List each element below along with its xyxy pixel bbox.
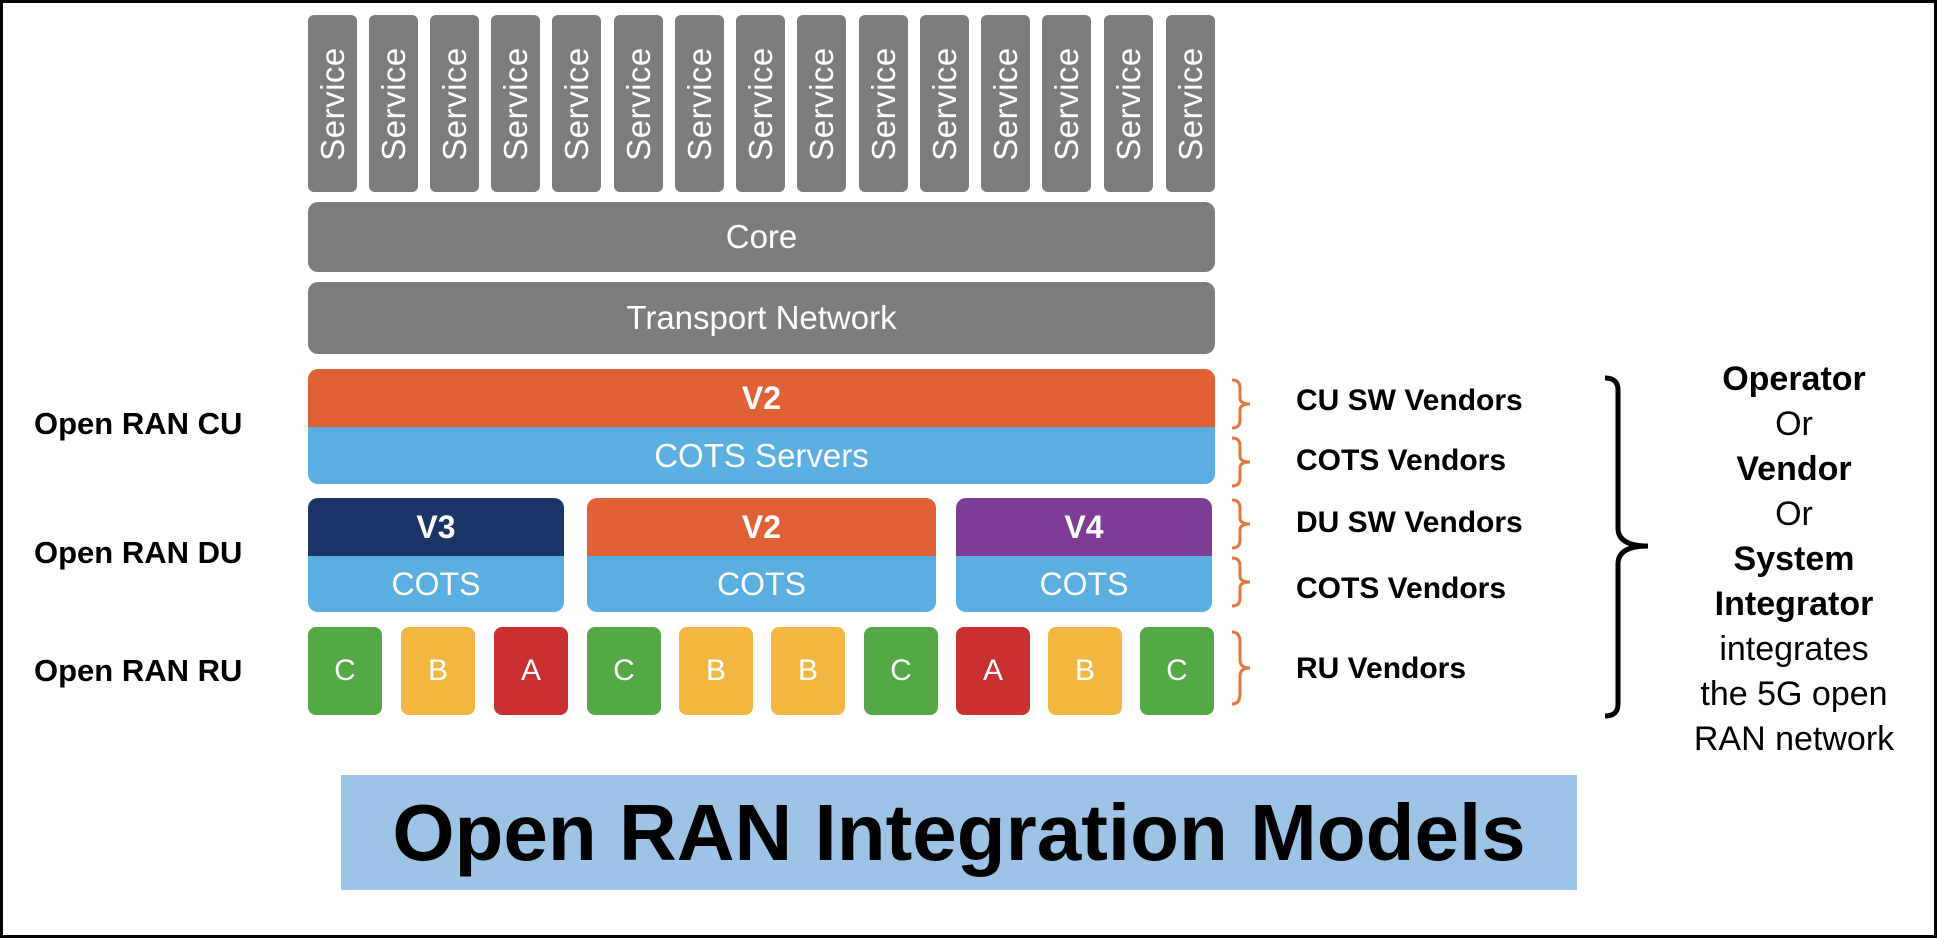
vendor-label-cots-du: COTS Vendors: [1296, 572, 1507, 605]
page-title: Open RAN Integration Models: [392, 787, 1526, 877]
du-hardware-layer: COTS: [587, 556, 936, 612]
cu-software-layer: V2: [308, 369, 1215, 427]
vendor-label-cots-cu: COTS Vendors: [1296, 444, 1507, 477]
service-block: Service: [797, 15, 846, 192]
cu-hardware-label: COTS Servers: [654, 436, 869, 474]
du-software-layer: V2: [587, 498, 936, 556]
vendor-label-ru: RU Vendors: [1296, 652, 1467, 685]
service-block: Service: [491, 15, 540, 192]
service-block: Service: [736, 15, 785, 192]
label-open-ran-cu: Open RAN CU: [34, 406, 243, 441]
ru-block: C: [1140, 627, 1214, 715]
du-stack: V2 COTS: [587, 498, 936, 612]
brace-du-sw: [1231, 498, 1251, 550]
vendor-braces: [1231, 378, 1251, 706]
integrator-line-3: RAN network: [1693, 720, 1895, 758]
integrator-system: System: [1733, 540, 1855, 578]
service-block: Service: [614, 15, 663, 192]
integrator-integrator: Integrator: [1714, 585, 1874, 623]
integrator-vendor: Vendor: [1736, 450, 1852, 488]
ru-block: A: [494, 627, 568, 715]
du-hardware-label: COTS: [717, 565, 806, 602]
du-hardware-layer: COTS: [308, 556, 564, 612]
integrator-text: Operator Or Vendor Or System Integrator …: [1666, 357, 1922, 762]
service-block: Service: [430, 15, 479, 192]
ru-block: C: [864, 627, 938, 715]
label-open-ran-du: Open RAN DU: [34, 535, 243, 570]
service-block: Service: [369, 15, 418, 192]
ru-block: B: [679, 627, 753, 715]
du-hardware-label: COTS: [1039, 565, 1129, 602]
integrator-line-1: integrates: [1719, 630, 1869, 668]
service-block: Service: [308, 15, 357, 192]
integrator-or-1: Or: [1775, 405, 1813, 443]
core-layer: Core: [308, 202, 1215, 272]
service-block: Service: [920, 15, 969, 192]
vendor-label-cu-sw: CU SW Vendors: [1296, 384, 1523, 417]
brace-cots-du: [1231, 556, 1251, 608]
service-block: Service: [1166, 15, 1215, 192]
transport-label: Transport Network: [626, 299, 897, 336]
du-software-layer: V3: [308, 498, 564, 556]
brace-ru: [1231, 630, 1251, 706]
du-stack: V3 COTS: [308, 498, 564, 612]
ru-block: B: [771, 627, 845, 715]
ru-block: C: [308, 627, 382, 715]
cu-hardware-layer: COTS Servers: [308, 427, 1215, 484]
core-label: Core: [725, 218, 798, 255]
cu-software-label: V2: [741, 379, 782, 416]
integrator-or-2: Or: [1775, 495, 1813, 533]
du-software-layer: V4: [956, 498, 1212, 556]
service-block: Service: [675, 15, 724, 192]
integration-brace: [1604, 375, 1649, 719]
ru-block: B: [1048, 627, 1122, 715]
service-block: Service: [1104, 15, 1153, 192]
brace-cots-cu: [1231, 436, 1251, 488]
ru-block: A: [956, 627, 1030, 715]
title-banner: Open RAN Integration Models: [341, 775, 1577, 890]
integrator-line-2: the 5G open: [1700, 675, 1888, 713]
du-software-label: V3: [416, 508, 456, 545]
ru-block: C: [587, 627, 661, 715]
integrator-operator: Operator: [1722, 360, 1866, 398]
du-software-label: V2: [741, 508, 782, 545]
vendor-label-du-sw: DU SW Vendors: [1296, 506, 1523, 539]
service-block: Service: [859, 15, 908, 192]
service-block: Service: [981, 15, 1030, 192]
ru-block: B: [401, 627, 475, 715]
du-hardware-layer: COTS: [956, 556, 1212, 612]
du-hardware-label: COTS: [391, 565, 481, 602]
du-software-label: V4: [1064, 508, 1104, 545]
transport-network-layer: Transport Network: [308, 282, 1215, 354]
service-block: Service: [552, 15, 601, 192]
service-block: Service: [1042, 15, 1091, 192]
du-stack: V4 COTS: [956, 498, 1212, 612]
label-open-ran-ru: Open RAN RU: [34, 653, 243, 688]
brace-cu-sw: [1231, 378, 1251, 430]
cu-stack: V2 COTS Servers: [308, 369, 1215, 484]
